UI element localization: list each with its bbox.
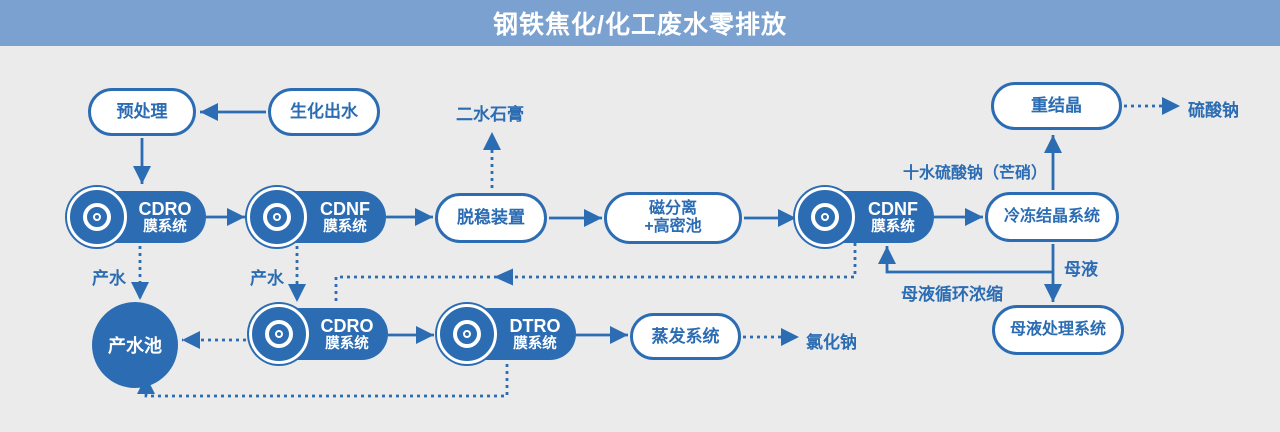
node-freeze-crystallization-label: 冷冻结晶系统 <box>1003 207 1100 225</box>
node-cdnf-membrane-1: CDNF 膜系统 <box>246 187 386 247</box>
node-product-water-pool-label: 产水池 <box>108 336 162 356</box>
label-product-water-2: 产水 <box>250 269 284 288</box>
node-title: CDRO <box>320 315 374 336</box>
node-label: DTRO 膜系统 <box>498 304 572 364</box>
node-dtro-membrane: DTRO 膜系统 <box>436 304 576 364</box>
node-subtitle: 膜系统 <box>143 218 187 235</box>
node-label: CDNF 膜系统 <box>856 187 930 247</box>
page-title: 钢铁焦化/化工废水零排放 <box>493 11 787 39</box>
node-label: CDNF 膜系统 <box>308 187 382 247</box>
label-product-water-1: 产水 <box>92 269 126 288</box>
node-destabilizer: 脱稳装置 <box>435 193 547 243</box>
label-mother-liquor-recycle: 母液循环浓缩 <box>901 285 1003 304</box>
node-subtitle: 膜系统 <box>323 218 367 235</box>
node-cdro-membrane-2: CDRO 膜系统 <box>248 304 388 364</box>
node-mother-liquor-treatment: 母液处理系统 <box>992 305 1124 355</box>
node-cdro-membrane-1: CDRO 膜系统 <box>66 187 206 247</box>
membrane-disc-icon <box>795 187 855 247</box>
node-title: CDNF <box>868 198 918 219</box>
node-product-water-pool: 产水池 <box>92 302 178 388</box>
node-subtitle: 膜系统 <box>325 335 369 352</box>
node-magnetic-line1: 磁分离 <box>648 199 697 217</box>
membrane-disc-icon <box>249 304 309 364</box>
node-pretreatment-label: 预处理 <box>116 102 168 122</box>
node-magnetic-separation: 磁分离 +高密池 <box>604 192 742 244</box>
node-label: CDRO 膜系统 <box>310 304 384 364</box>
label-glauber-salt: 十水硫酸钠（芒硝） <box>903 165 1048 182</box>
membrane-disc-icon <box>247 187 307 247</box>
node-mother-liquor-treatment-label: 母液处理系统 <box>1009 320 1106 338</box>
node-biochem-effluent-label: 生化出水 <box>290 102 358 122</box>
node-pretreatment: 预处理 <box>88 88 196 136</box>
node-biochem-effluent: 生化出水 <box>268 88 380 136</box>
node-recrystallization-label: 重结晶 <box>1031 96 1082 116</box>
node-magnetic-line2: +高密池 <box>644 218 702 235</box>
node-title: DTRO <box>509 315 561 336</box>
node-freeze-crystallization: 冷冻结晶系统 <box>985 192 1119 242</box>
node-title: CDRO <box>138 198 192 219</box>
node-title: CDNF <box>320 198 370 219</box>
node-recrystallization: 重结晶 <box>991 82 1122 130</box>
membrane-disc-icon <box>437 304 497 364</box>
node-subtitle: 膜系统 <box>871 218 915 235</box>
node-subtitle: 膜系统 <box>513 335 557 352</box>
node-evaporation: 蒸发系统 <box>630 313 741 360</box>
label-sodium-chloride: 氯化钠 <box>806 333 857 352</box>
label-dihydrate-gypsum: 二水石膏 <box>456 105 524 124</box>
membrane-disc-icon <box>67 187 127 247</box>
node-evaporation-label: 蒸发系统 <box>651 326 720 346</box>
label-sodium-sulfate: 硫酸钠 <box>1188 101 1239 120</box>
title-bar: 钢铁焦化/化工废水零排放 <box>0 0 1280 46</box>
node-label: CDRO 膜系统 <box>128 187 202 247</box>
node-cdnf-membrane-2: CDNF 膜系统 <box>794 187 934 247</box>
label-mother-liquor: 母液 <box>1064 260 1098 279</box>
node-destabilizer-label: 脱稳装置 <box>457 208 525 228</box>
